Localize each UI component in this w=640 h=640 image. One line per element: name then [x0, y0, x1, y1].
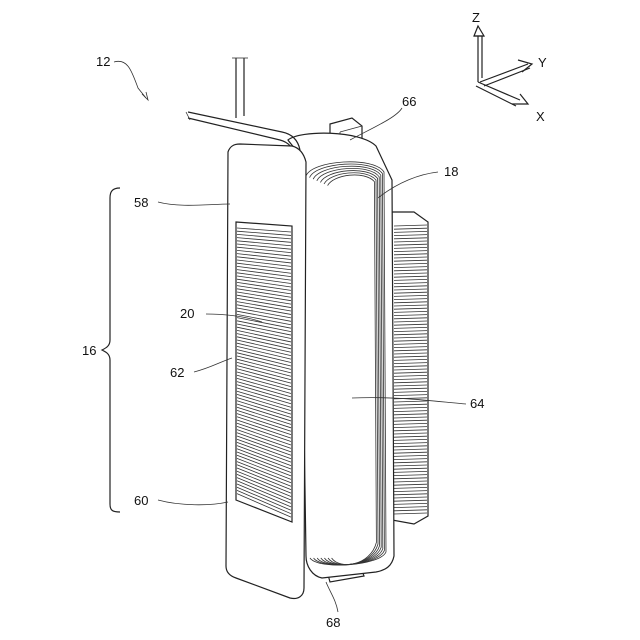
- ref-label-64: 64: [470, 396, 484, 411]
- inlet-tubes: [186, 58, 300, 158]
- axis-triad: Z Y X: [472, 10, 547, 124]
- ref-label-16: 16: [82, 343, 96, 358]
- axis-label-y: Y: [538, 55, 547, 70]
- axis-label-x: X: [536, 109, 545, 124]
- ref-label-66: 66: [402, 94, 416, 109]
- ref-label-68: 68: [326, 615, 340, 630]
- ref-label-62: 62: [170, 365, 184, 380]
- ref-label-20: 20: [180, 306, 194, 321]
- ref-label-58: 58: [134, 195, 148, 210]
- front-plate: [226, 144, 306, 599]
- ref-label-60: 60: [134, 493, 148, 508]
- ref-label-18: 18: [444, 164, 458, 179]
- ref-label-12: 12: [96, 54, 110, 69]
- axis-label-z: Z: [472, 10, 480, 25]
- rear-fin-stack: [392, 212, 428, 524]
- bracket-16: [102, 188, 120, 512]
